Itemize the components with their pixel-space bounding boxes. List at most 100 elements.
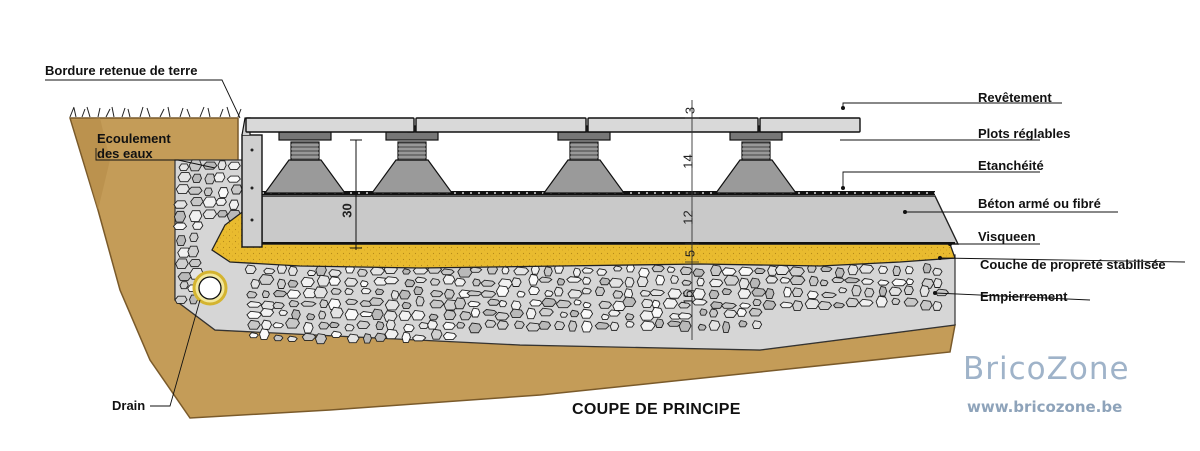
stone bbox=[230, 184, 243, 195]
stone bbox=[259, 307, 275, 317]
stone bbox=[430, 290, 444, 298]
pedestal-icon bbox=[542, 125, 626, 194]
grass-icon bbox=[69, 106, 242, 118]
stone bbox=[638, 267, 650, 278]
stone bbox=[528, 273, 539, 286]
stone bbox=[792, 300, 804, 311]
stone bbox=[555, 299, 572, 309]
stone bbox=[788, 266, 805, 277]
stone bbox=[288, 265, 298, 276]
stone bbox=[374, 332, 387, 342]
dim-plots: 14 bbox=[680, 154, 696, 169]
concrete-slab bbox=[261, 195, 960, 245]
stone bbox=[369, 266, 386, 276]
stone bbox=[318, 310, 327, 320]
stone bbox=[709, 278, 724, 288]
stone bbox=[738, 320, 748, 328]
diagram-title: COUPE DE PRINCIPE bbox=[572, 401, 741, 418]
stone bbox=[190, 197, 204, 207]
stone bbox=[858, 264, 875, 274]
stone bbox=[720, 302, 738, 309]
stone bbox=[538, 276, 553, 283]
stone bbox=[261, 290, 270, 299]
stone bbox=[362, 333, 372, 344]
stone bbox=[544, 289, 554, 297]
stone bbox=[666, 266, 676, 273]
stone bbox=[246, 301, 263, 308]
stone bbox=[411, 310, 426, 321]
stone bbox=[247, 319, 261, 330]
stone bbox=[173, 210, 187, 223]
stone bbox=[454, 277, 467, 287]
stone bbox=[316, 274, 331, 287]
pedestal-icon bbox=[263, 125, 347, 194]
stone bbox=[553, 286, 564, 297]
stone bbox=[670, 274, 679, 284]
stone bbox=[538, 320, 552, 330]
stone bbox=[919, 284, 930, 297]
stone bbox=[401, 301, 412, 310]
stone bbox=[655, 274, 666, 286]
stone bbox=[188, 210, 203, 223]
stone bbox=[516, 290, 526, 298]
stone bbox=[327, 298, 342, 310]
stone bbox=[710, 264, 723, 276]
decking-slab bbox=[245, 117, 415, 133]
decking-slabs bbox=[245, 117, 861, 133]
stone bbox=[765, 275, 779, 284]
stone bbox=[189, 232, 199, 242]
stone bbox=[484, 319, 497, 328]
stone bbox=[470, 307, 481, 318]
stone bbox=[285, 317, 301, 329]
stone bbox=[287, 335, 298, 342]
stone bbox=[905, 278, 915, 285]
stone bbox=[568, 320, 578, 332]
stone bbox=[246, 310, 263, 319]
stone bbox=[306, 313, 316, 321]
label-etancheite: Etanchéité bbox=[978, 158, 1044, 173]
stone bbox=[600, 313, 610, 320]
stone bbox=[636, 275, 649, 288]
stone bbox=[509, 308, 524, 319]
stone bbox=[513, 266, 530, 276]
stone bbox=[248, 332, 259, 339]
stone bbox=[569, 309, 580, 318]
stone bbox=[172, 222, 188, 230]
stone bbox=[933, 277, 943, 288]
stone bbox=[300, 276, 315, 287]
label-revetement: Revêtement bbox=[978, 90, 1052, 105]
stone bbox=[838, 287, 848, 294]
stone bbox=[359, 280, 369, 287]
stone bbox=[878, 285, 888, 297]
stone bbox=[415, 295, 425, 307]
stone bbox=[748, 307, 763, 317]
stone bbox=[783, 286, 792, 298]
stone bbox=[174, 295, 188, 304]
stone bbox=[932, 300, 943, 311]
label-bordure: Bordure retenue de terre bbox=[45, 63, 198, 78]
stone bbox=[834, 267, 845, 278]
stone bbox=[738, 266, 754, 276]
stone bbox=[482, 309, 498, 316]
stone bbox=[178, 163, 190, 171]
stone bbox=[390, 289, 400, 300]
stone bbox=[572, 267, 582, 277]
stone bbox=[692, 287, 706, 300]
label-beton: Béton armé ou fibré bbox=[978, 196, 1101, 211]
stone bbox=[754, 267, 766, 274]
stone bbox=[774, 264, 790, 275]
stone bbox=[217, 160, 227, 170]
stone bbox=[594, 286, 606, 296]
stone bbox=[904, 265, 914, 275]
stone bbox=[442, 274, 456, 285]
stone bbox=[175, 184, 190, 194]
stone bbox=[384, 299, 400, 311]
stone bbox=[808, 275, 819, 287]
stone bbox=[459, 311, 472, 321]
stone bbox=[639, 289, 652, 297]
stone bbox=[598, 300, 613, 309]
stone bbox=[599, 277, 611, 286]
stone bbox=[697, 323, 707, 331]
stone bbox=[286, 289, 302, 299]
